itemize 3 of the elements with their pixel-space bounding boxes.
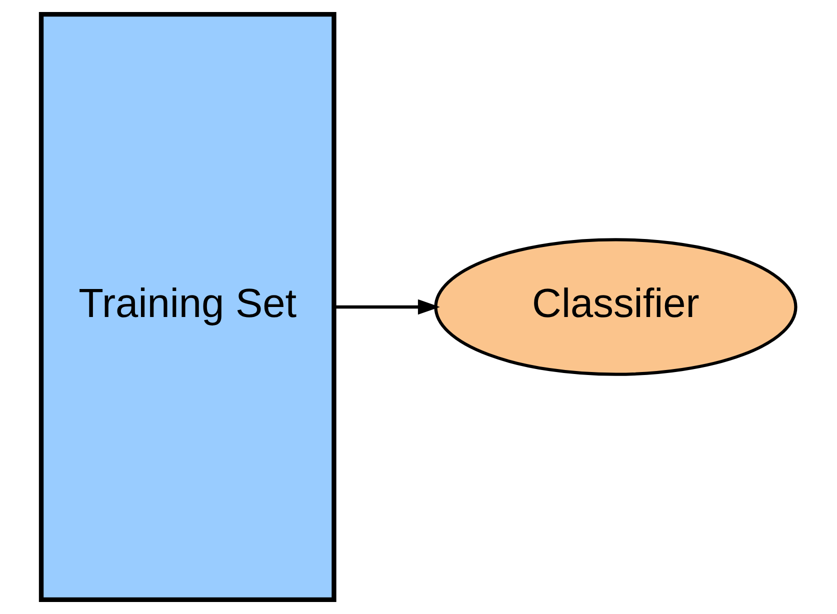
node-box: Training Set [38,12,336,602]
arrow [334,299,440,315]
node-ellipse: Classifier [434,238,798,376]
